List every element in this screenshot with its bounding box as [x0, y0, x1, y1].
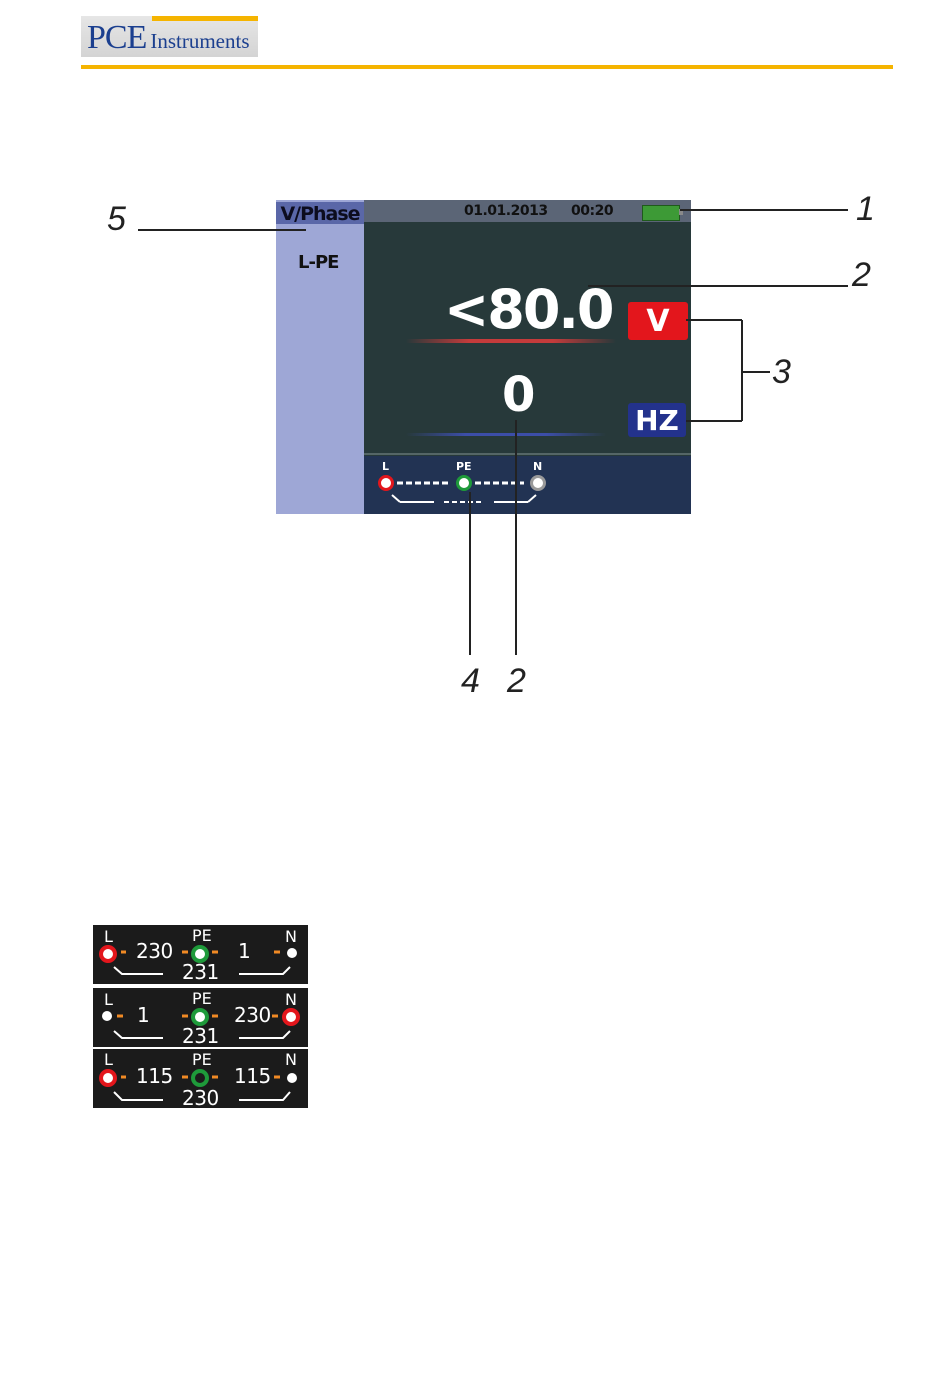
- callout-1: 1: [856, 190, 875, 229]
- callout-2-top: 2: [852, 256, 871, 295]
- panel-1-lines: [93, 925, 308, 984]
- panel-2-lines: [93, 988, 308, 1047]
- callout-3: 3: [772, 353, 791, 392]
- callout-5: 5: [107, 200, 126, 239]
- panel-3-lines: [93, 1049, 308, 1108]
- callout-4: 4: [461, 662, 480, 701]
- callout-lines: [0, 0, 950, 720]
- callout-2-bottom: 2: [507, 662, 526, 701]
- example-panel-1: L PE N 230 1 231: [93, 925, 308, 984]
- example-panel-2: L PE N 1 230 231: [93, 988, 308, 1047]
- example-panel-3: L PE N 115 115 230: [93, 1049, 308, 1108]
